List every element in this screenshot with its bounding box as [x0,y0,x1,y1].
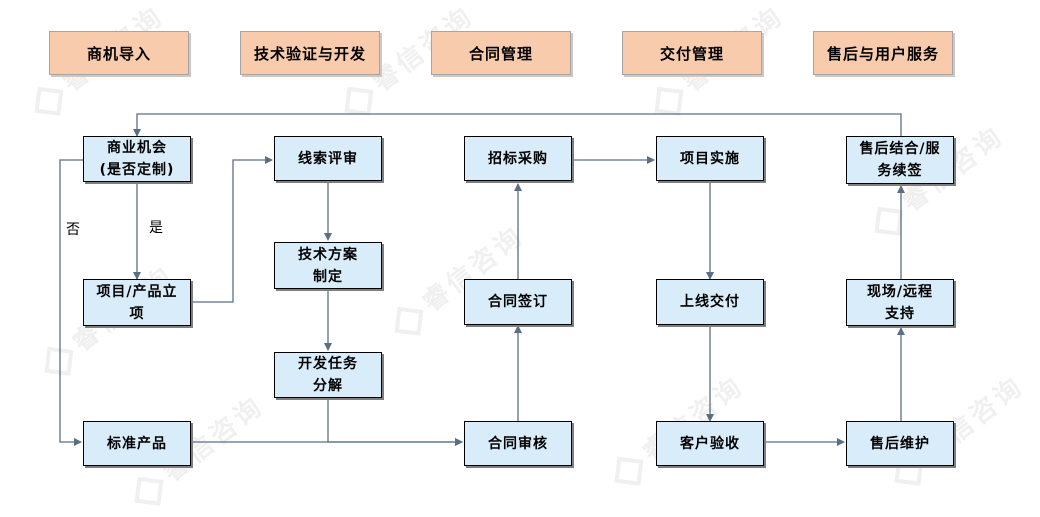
node-line: 项 [129,305,145,322]
node-project-setup: 项目/产品立 项 [83,279,191,326]
edge-dev-to-contract-review [327,398,463,446]
node-line: 合同签订 [488,294,548,310]
node-contract-sign: 合同签订 [464,279,572,325]
node-lead-review: 线索评审 [274,136,382,181]
edge-label-yes: 是 [149,220,163,236]
node-line: 支持 [885,305,915,322]
node-standard-product: 标准产品 [83,421,191,466]
edge-project-to-lead-review [193,156,273,303]
node-line: 务续签 [877,163,923,179]
node-line: 技术方案 [298,246,358,263]
node-line: 合同审核 [488,435,548,452]
phase-opportunity: 商机导入 [49,31,189,75]
node-line: 标准产品 [107,435,167,452]
node-line: 售后结合/服 [859,141,941,157]
edge-opportunity-to-standard [59,159,83,446]
node-onsite-support: 现场/远程 支持 [846,279,954,326]
edge-label-no: 否 [66,222,80,238]
node-line: 线索评审 [298,150,358,167]
edge-renewal-to-opportunity [133,113,902,137]
node-line: 客户验收 [680,435,740,452]
node-line: 开发任务 [298,356,358,372]
phase-tech-dev: 技术验证与开发 [240,31,380,75]
node-customer-acceptance: 客户验收 [656,421,764,466]
node-implementation: 项目实施 [656,136,764,181]
node-contract-review: 合同审核 [464,421,572,466]
node-go-live: 上线交付 [656,279,764,325]
node-business-opportunity: 商业机会 (是否定制) [83,136,191,182]
phase-delivery: 交付管理 [622,31,762,75]
node-bidding: 招标采购 [464,136,572,181]
node-line: 商业机会 [107,140,167,156]
node-dev-task: 开发任务 分解 [274,352,382,398]
node-line: 项目/产品立 [96,283,178,300]
node-renewal: 售后结合/服 务续签 [846,136,954,184]
node-maintenance: 售后维护 [846,421,954,466]
node-line: 上线交付 [680,294,740,310]
node-line: 分解 [313,378,343,394]
phase-contract: 合同管理 [431,31,571,75]
node-line: (是否定制) [99,162,175,178]
node-line: 项目实施 [680,150,740,167]
node-line: 招标采购 [488,150,548,167]
connectors [59,113,905,446]
flowchart: 睿信咨询 睿信咨询 睿信咨询 睿信咨询 睿信咨询 睿信咨询 睿信咨询 睿信咨询 … [34,1,1030,506]
node-tech-plan: 技术方案 制定 [274,242,382,289]
node-line: 制定 [313,268,343,285]
phase-after-sales: 售后与用户服务 [813,31,953,75]
node-line: 售后维护 [870,435,930,452]
node-line: 现场/远程 [866,283,934,300]
